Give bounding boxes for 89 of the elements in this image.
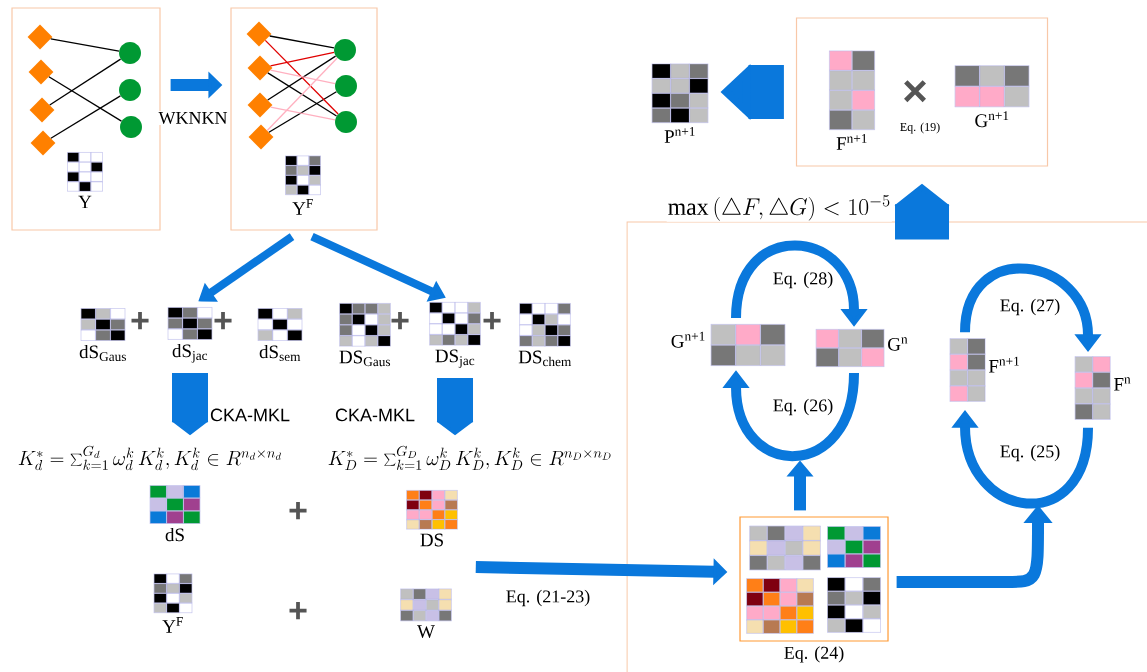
connection-line (264, 39, 339, 115)
connection-line (267, 72, 338, 117)
plus-sign: + (289, 502, 307, 520)
node-label: dS$_{sem}$ (259, 344, 301, 362)
node-label: G$^{n}$ (888, 337, 908, 351)
labelled-matrix: Y$^{F}$ (285, 155, 321, 215)
circle-node (120, 116, 142, 138)
edge-label: Eq. (26) (771, 397, 835, 417)
node-label: W (417, 625, 435, 639)
node-label: F$^{n+1}$ (836, 134, 867, 150)
node-label: F$^{n+1}$ (988, 356, 1019, 373)
labelled-matrix: F$^{n+1}$ (829, 50, 875, 150)
node-label: dS (165, 527, 184, 542)
connection-line (269, 106, 336, 121)
edge-label: Eq. (28) (771, 270, 835, 290)
connection-line (268, 91, 338, 133)
connection-line (269, 51, 335, 67)
node-label: F$^{n}$ (1114, 377, 1131, 391)
panel-frame (739, 516, 889, 642)
diamond-node (246, 21, 272, 47)
node-label: DS (420, 533, 443, 547)
circle-node (334, 39, 356, 61)
node-label: DS$_{chem}$ (518, 350, 572, 367)
plus-sign: + (214, 312, 232, 330)
edge-label: Eq. (25) (998, 443, 1062, 463)
labelled-matrix: G$^{n+1}$ (671, 324, 786, 366)
node-label: Y (78, 195, 92, 209)
labelled-matrix: G$^{n+1}$ (954, 65, 1030, 128)
formula: $K_d^{*}=\sum_{k=1}^{G_d}\omega_d^{k}\,K_d^{k}, K_d^{k}\in R^{n_d\times n_d}$ (18, 445, 281, 471)
diamond-node (247, 92, 273, 118)
node-label: G$^{n+1}$ (671, 331, 705, 348)
equation-label: Eq. (24) (784, 646, 844, 663)
equation-label: Eq. (19) (900, 122, 940, 134)
labelled-matrix: F$^{n+1}$ (949, 338, 1019, 402)
diamond-node (30, 130, 56, 156)
circle-node (335, 75, 357, 97)
edge-label: CKA-MKL (334, 407, 416, 423)
node-label: dS$_{Gaus}$ (79, 344, 126, 362)
connection-line (50, 95, 122, 139)
plus-sign: + (483, 312, 501, 330)
node-label: P$^{n+1}$ (664, 127, 695, 143)
edge-label: WKNKN (157, 110, 229, 126)
node-label: DS$_{Gaus}$ (339, 350, 391, 367)
panel-frame (230, 7, 378, 231)
labelled-matrix: dS$_{sem}$ (257, 308, 303, 362)
node-label: Y$^{F}$ (292, 199, 313, 215)
labelled-matrix: W (400, 588, 452, 638)
node-label: G$^{n+1}$ (975, 111, 1009, 128)
labelled-matrix: DS$_{jac}$ (429, 302, 481, 368)
diamond-node (29, 97, 55, 123)
edge-label: $\max\left(\triangle F,\triangle G\right)<10^{-5}$ (666, 194, 892, 222)
plus-sign: + (131, 312, 149, 330)
node-label: Y$^{F}$ (162, 617, 183, 633)
plus-sign: + (289, 602, 307, 620)
panel-frame (795, 17, 1049, 167)
edge-label: Eq. (21-23) (504, 588, 592, 608)
diamond-node (248, 124, 274, 150)
labelled-matrix: dS$_{jac}$ (167, 307, 213, 363)
times-sign: × (904, 80, 926, 103)
edge-label: CKA-MKL (209, 407, 291, 423)
labelled-matrix: dS (149, 485, 201, 542)
connection-line (266, 57, 338, 132)
circle-node (335, 111, 357, 133)
circle-node (119, 42, 141, 64)
labelled-matrix: Y$^{F}$ (153, 573, 193, 633)
edge-label: Eq. (27) (998, 297, 1062, 317)
labelled-matrix: DS$_{chem}$ (518, 303, 572, 367)
connection-line (269, 35, 335, 49)
connection-line (269, 69, 336, 85)
diamond-node (28, 59, 54, 85)
formula: $K_D^{*}=\sum_{k=1}^{G_D}\omega_D^{k}\,K_D^{k}, K_D^{k}\in R^{n_D\times n_D}$ (328, 445, 611, 470)
connection-line (48, 76, 123, 122)
connection-line (267, 55, 337, 101)
labelled-matrix: dS$_{Gaus}$ (79, 308, 126, 362)
connection-line (49, 58, 122, 106)
labelled-matrix: P$^{n+1}$ (651, 63, 709, 143)
diamond-node (247, 55, 273, 81)
diamond-node (27, 24, 53, 50)
node-label: dS$_{jac}$ (172, 343, 208, 363)
labelled-matrix: DS (406, 490, 458, 547)
panel-frame (626, 221, 1147, 672)
labelled-matrix: F$^{n}$ (1074, 356, 1131, 420)
labelled-matrix: Y (67, 152, 103, 209)
connection-line (50, 38, 120, 52)
labelled-matrix: G$^{n}$ (815, 329, 908, 367)
plus-sign: + (391, 312, 409, 330)
labelled-matrix: DS$_{Gaus}$ (339, 303, 391, 367)
node-label: DS$_{jac}$ (435, 349, 475, 368)
circle-node (119, 79, 141, 101)
